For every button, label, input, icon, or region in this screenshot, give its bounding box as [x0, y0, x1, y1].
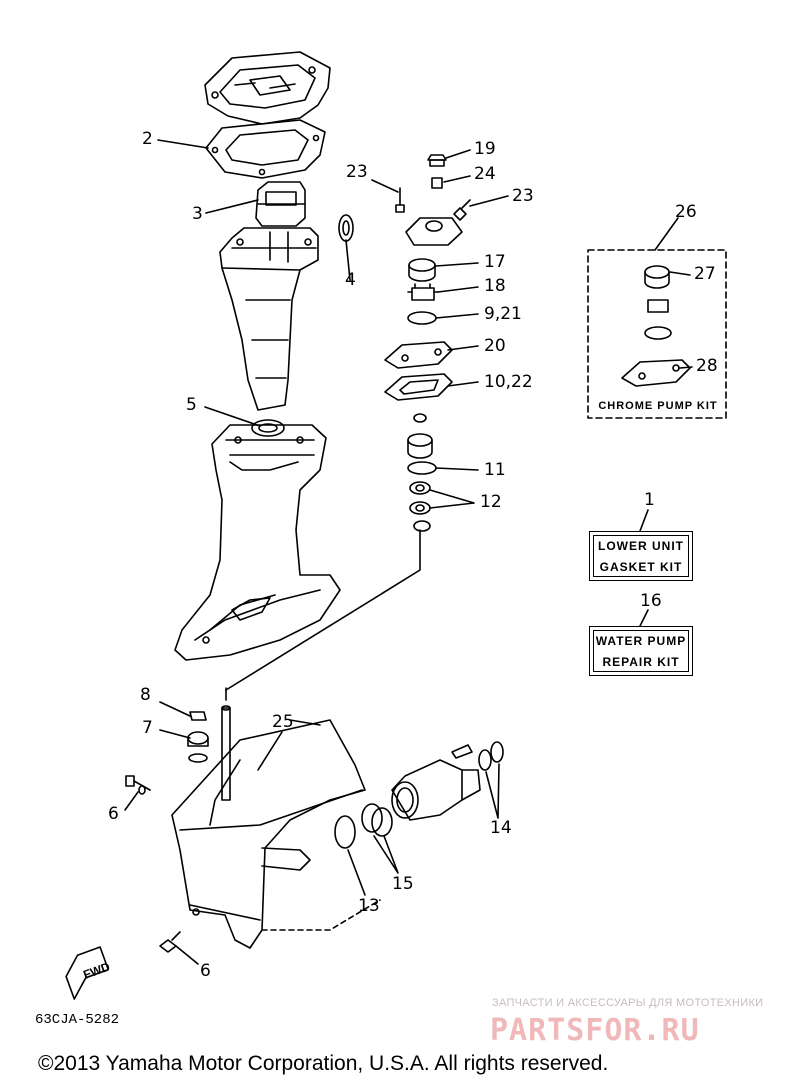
watermark-logo: PARTSFOR.RU	[490, 1013, 700, 1048]
callout-28: 28	[696, 356, 718, 376]
callout-16: 16	[640, 591, 662, 611]
seal-5	[251, 419, 285, 437]
callout-19: 19	[474, 139, 496, 159]
upper-casing	[219, 227, 319, 411]
water-pump-stack	[384, 154, 471, 532]
water-pump-repair-kit-box: WATER PUMP REPAIR KIT	[589, 626, 693, 676]
water-pump-repair-kit-line1: WATER PUMP	[595, 634, 687, 648]
callout-2: 2	[142, 129, 153, 149]
callout-9-21: 9,21	[484, 304, 522, 324]
upper-mount-plate	[204, 51, 331, 125]
callout-25: 25	[272, 712, 294, 732]
callout-7: 7	[142, 718, 153, 738]
lower-unit-gasket-kit-line2: GASKET KIT	[599, 560, 683, 574]
callout-27: 27	[694, 264, 716, 284]
housing-7	[187, 731, 209, 763]
callout-6-upper: 6	[108, 804, 119, 824]
callout-4: 4	[345, 270, 356, 290]
callout-18: 18	[484, 276, 506, 296]
callout-1: 1	[644, 490, 655, 510]
leader-lines	[124, 139, 693, 965]
callout-24: 24	[474, 164, 496, 184]
callout-11: 11	[484, 460, 506, 480]
callout-23-left: 23	[346, 162, 368, 182]
fwd-text: FWD	[81, 959, 112, 982]
bolt-6-lower	[159, 931, 181, 953]
bolt-6-upper	[125, 775, 151, 795]
diagram-reference-code: 63CJA-5282	[35, 1012, 120, 1028]
callout-20: 20	[484, 336, 506, 356]
chrome-pump-kit-label: CHROME PUMP KIT	[598, 400, 718, 412]
callout-10-22: 10,22	[484, 372, 533, 392]
water-pump-repair-kit-line2: REPAIR KIT	[602, 655, 680, 669]
callout-6-lower: 6	[200, 961, 211, 981]
callout-23-right: 23	[512, 186, 534, 206]
lower-unit-gasket-kit-inner-border: LOWER UNIT GASKET KIT	[593, 535, 689, 577]
drive-shaft-housing	[174, 424, 341, 661]
callout-14: 14	[490, 818, 512, 838]
callout-3: 3	[192, 204, 203, 224]
grommet-3	[255, 181, 306, 227]
chrome-pump-kit-box	[587, 217, 727, 419]
callout-26: 26	[675, 202, 697, 222]
oil-seal-4	[338, 214, 354, 242]
copyright-notice: ©2013 Yamaha Motor Corporation, U.S.A. A…	[38, 1052, 609, 1075]
callout-17: 17	[484, 252, 506, 272]
lower-gearcase	[171, 719, 366, 949]
lower-unit-gasket-kit-line1: LOWER UNIT	[598, 539, 684, 553]
water-pump-repair-kit-inner-border: WATER PUMP REPAIR KIT	[593, 630, 689, 672]
callout-13: 13	[358, 896, 380, 916]
callout-15: 15	[392, 874, 414, 894]
lower-unit-gasket-kit-box: LOWER UNIT GASKET KIT	[589, 531, 693, 581]
nut-8	[189, 711, 207, 721]
callout-12: 12	[480, 492, 502, 512]
watermark-tagline: ЗАПЧАСТИ И АКСЕССУАРЫ ДЛЯ МОТОТЕХНИКИ	[492, 997, 764, 1009]
prop-shaft-housing	[334, 741, 504, 849]
fwd-arrow	[65, 946, 110, 1000]
drive-shaft	[221, 529, 421, 801]
callout-5: 5	[186, 395, 197, 415]
callout-8: 8	[140, 685, 151, 705]
gasket-2	[205, 119, 326, 179]
